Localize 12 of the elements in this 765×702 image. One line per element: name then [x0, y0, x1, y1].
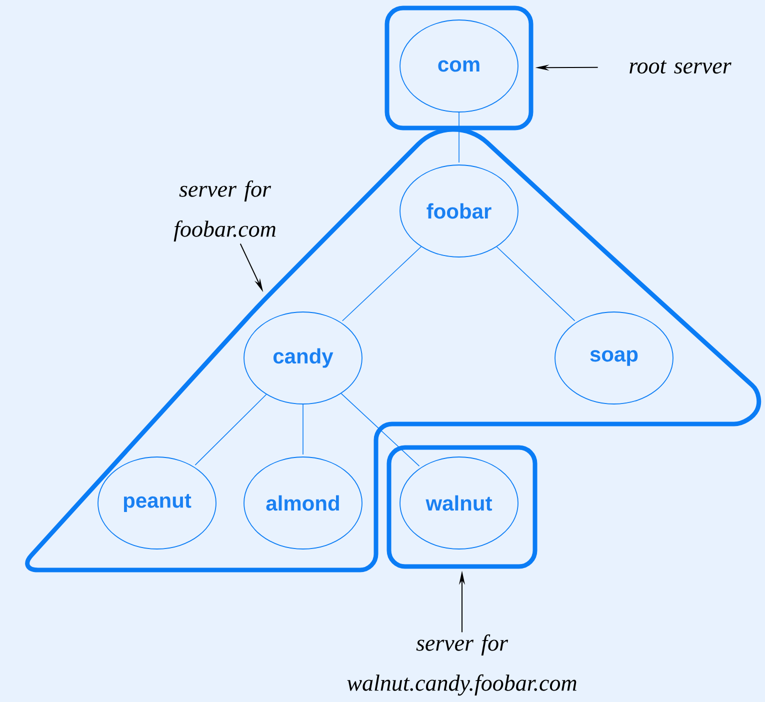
zone-outline [25, 127, 762, 572]
tree-line [302, 404, 304, 455]
callout-text: server for walnut.candy.foobar.com [347, 634, 576, 696]
tree-line [496, 246, 576, 322]
tree-line [342, 246, 422, 322]
zone-box [384, 6, 534, 130]
callout-text: server for foobar.com [174, 180, 276, 242]
zone-box [386, 445, 538, 569]
callout-text: root server [630, 60, 732, 74]
tree-line [340, 393, 420, 466]
tree-line [458, 112, 460, 163]
tree-line [194, 394, 267, 466]
